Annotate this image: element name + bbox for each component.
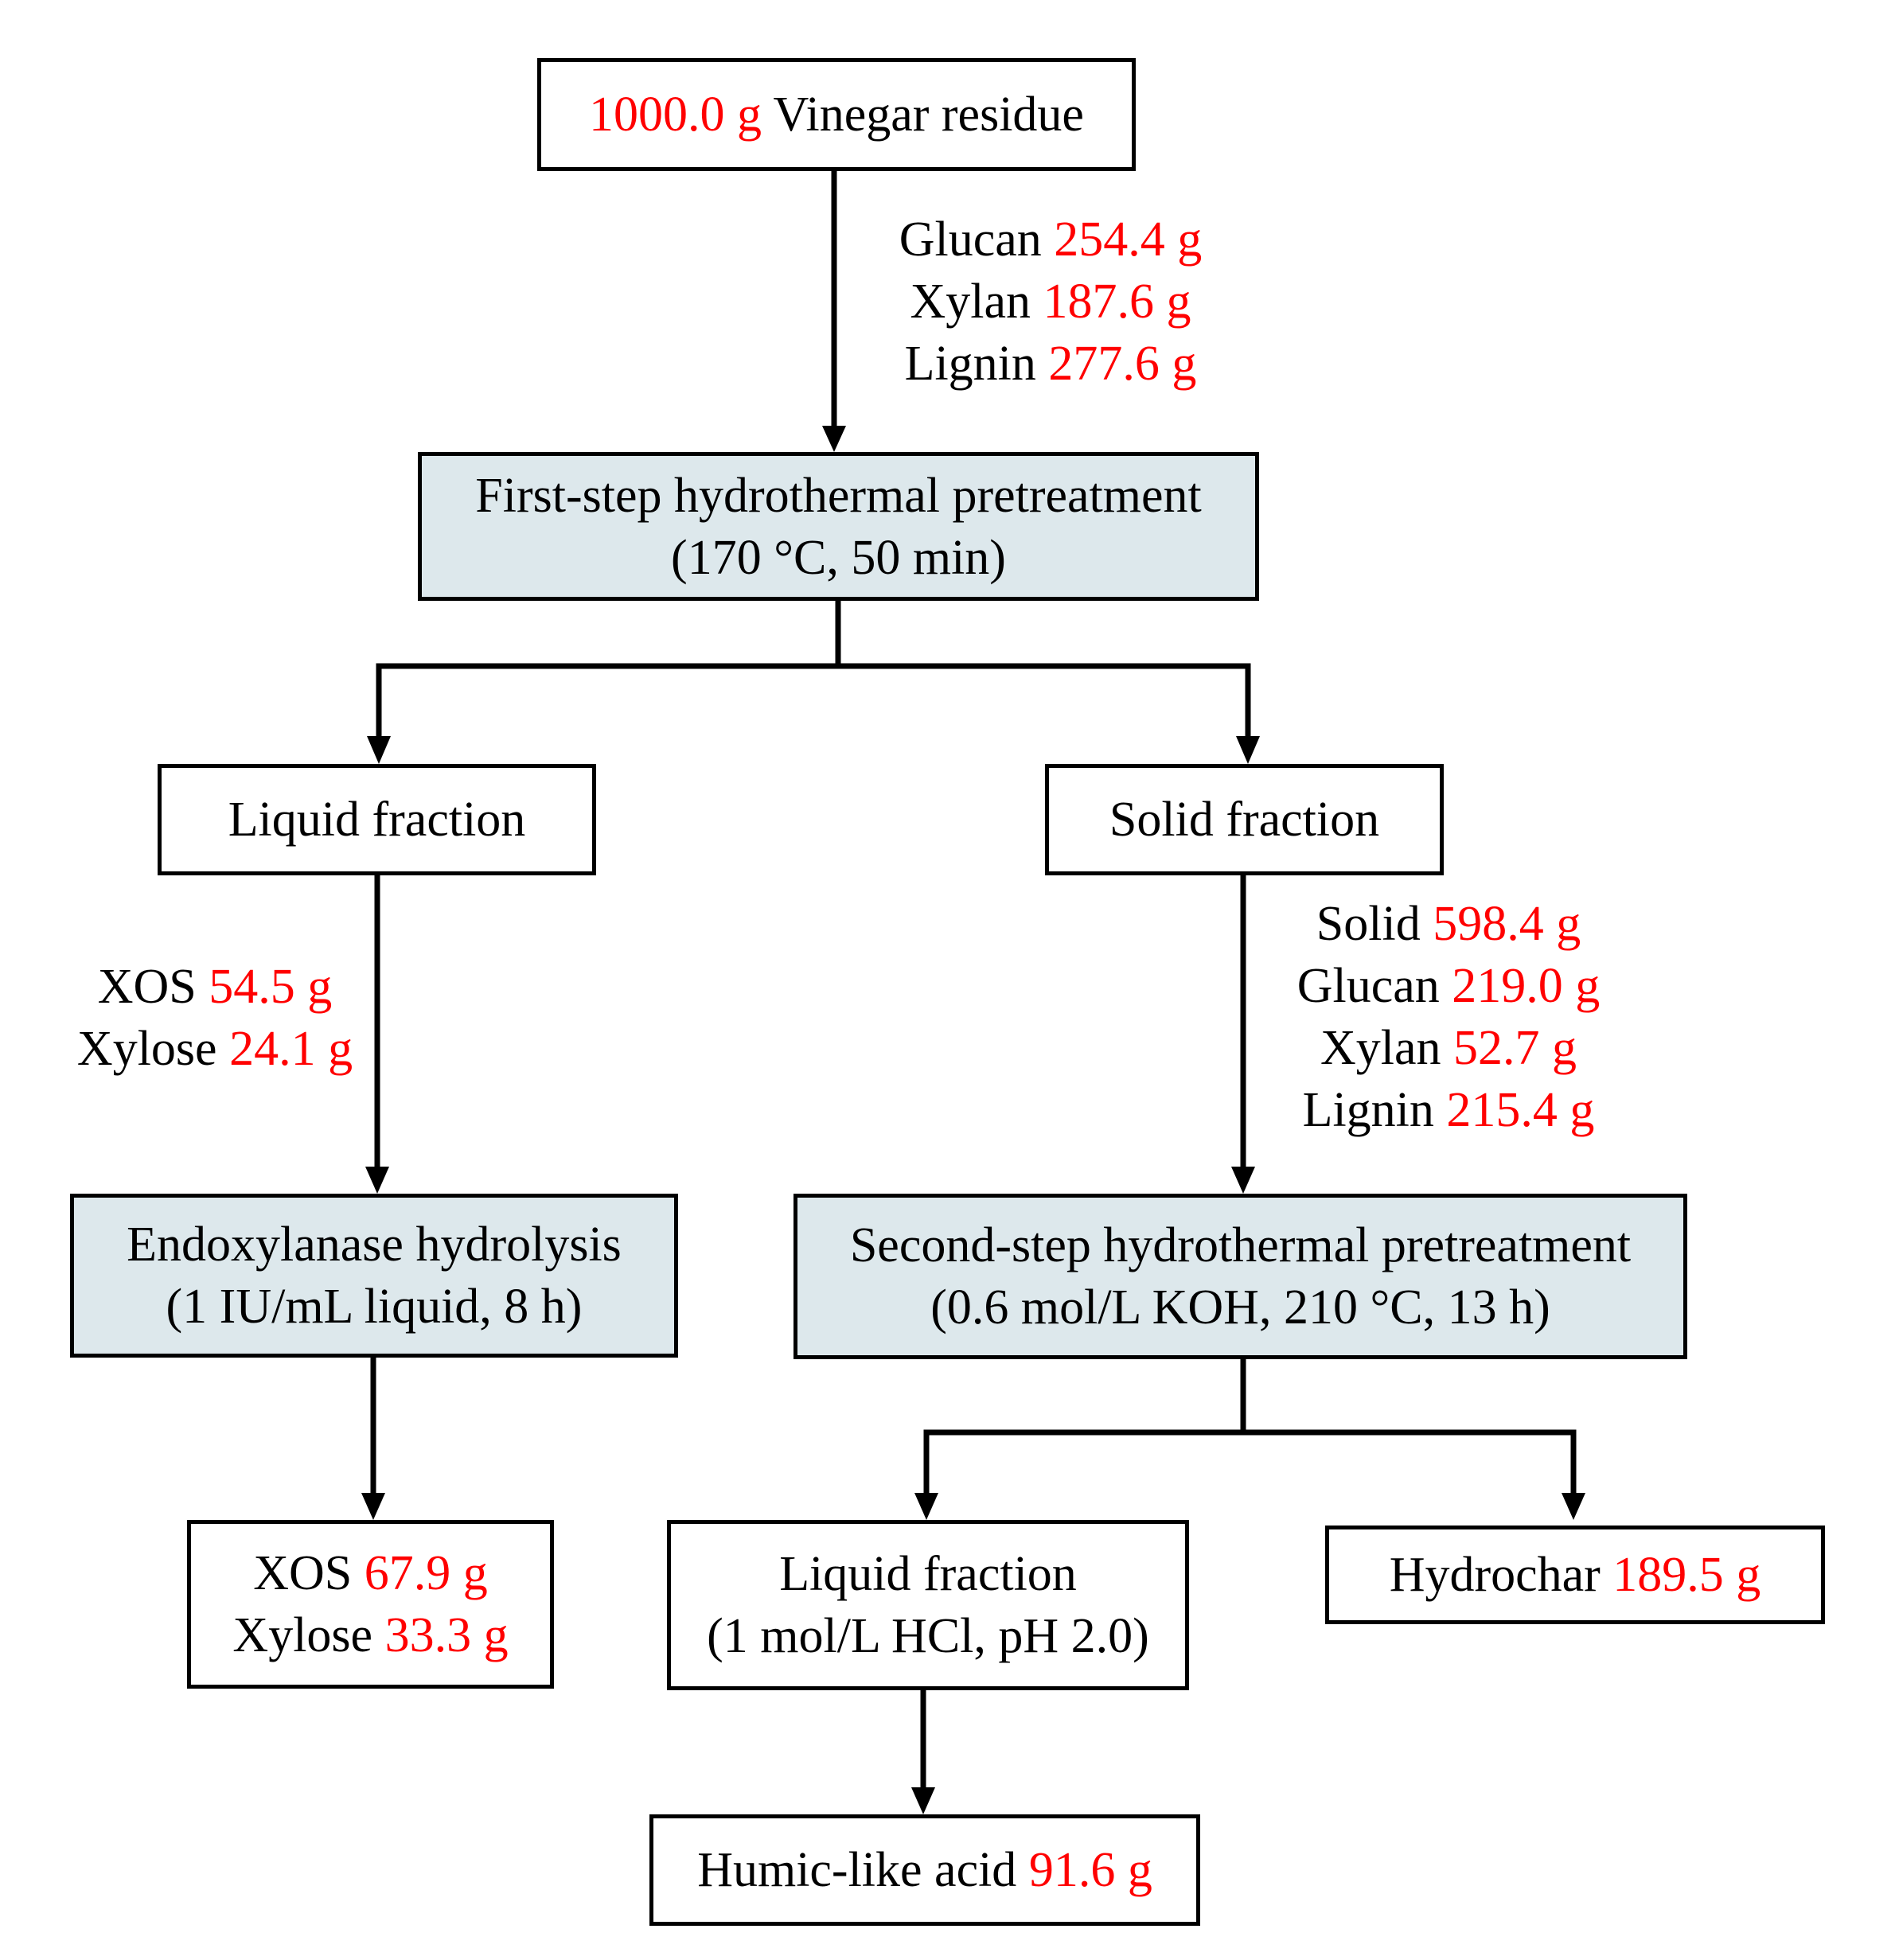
product-row: XOS 67.9 g: [253, 1542, 488, 1604]
arrowhead-step2: [1231, 1167, 1255, 1194]
liquid-fraction-box: Liquid fraction: [158, 764, 596, 875]
component-name: Lignin: [1302, 1083, 1434, 1137]
liquid-fraction-2-label: Liquid fraction: [779, 1547, 1077, 1601]
component-qty: 219.0 g: [1452, 959, 1601, 1013]
component-qty: 277.6 g: [1048, 337, 1197, 391]
vinegar-residue-label: Vinegar residue: [773, 88, 1084, 142]
arrowhead-hydrochar: [1562, 1493, 1585, 1520]
liquid-fraction-composition: XOS 54.5 g Xylose 24.1 g: [32, 956, 398, 1080]
endoxylanase-hydrolysis-box: Endoxylanase hydrolysis (1 IU/mL liquid,…: [70, 1194, 678, 1358]
product-name: XOS: [253, 1546, 353, 1600]
solid-fraction-box: Solid fraction: [1045, 764, 1444, 875]
first-step-pretreatment-box: First-step hydrothermal pretreatment (17…: [418, 452, 1259, 601]
arrowhead-enzyme: [365, 1167, 389, 1194]
component-qty: 54.5 g: [209, 960, 333, 1014]
solid-composition-row: Solid 598.4 g: [1265, 893, 1632, 955]
component-name: Xylan: [910, 275, 1031, 329]
vinegar-residue-line: 1000.0 g Vinegar residue: [589, 84, 1084, 146]
component-qty: 187.6 g: [1043, 275, 1191, 329]
arrowhead-step1: [822, 426, 846, 452]
raw-composition: Glucan 254.4 g Xylan 187.6 g Lignin 277.…: [868, 208, 1234, 395]
xos-xylose-products-box: XOS 67.9 g Xylose 33.3 g: [187, 1520, 554, 1689]
vinegar-residue-qty: 1000.0 g: [589, 88, 762, 142]
hydrochar-qty: 189.5 g: [1612, 1548, 1761, 1602]
component-name: Xylose: [76, 1022, 217, 1076]
hydrochar-line: Hydrochar 189.5 g: [1390, 1544, 1761, 1606]
solid-composition-row: Glucan 219.0 g: [1265, 955, 1632, 1017]
raw-composition-row: Lignin 277.6 g: [868, 333, 1234, 395]
component-name: XOS: [97, 960, 197, 1014]
split-step2-right: [1243, 1429, 1577, 1496]
second-step-pretreatment-box: Second-step hydrothermal pretreatment (0…: [793, 1194, 1687, 1359]
liquid-composition-row: XOS 54.5 g: [32, 956, 398, 1018]
endoxylanase-title: Endoxylanase hydrolysis: [127, 1218, 622, 1272]
split-step1: [376, 601, 841, 740]
component-name: Solid: [1316, 897, 1421, 951]
product-row: Xylose 33.3 g: [232, 1604, 508, 1666]
raw-composition-row: Xylan 187.6 g: [868, 271, 1234, 333]
component-qty: 52.7 g: [1453, 1021, 1577, 1075]
liquid-fraction-acidified-box: Liquid fraction (1 mol/L HCl, pH 2.0): [667, 1520, 1189, 1690]
liquid-fraction-2-conditions: (1 mol/L HCl, pH 2.0): [707, 1609, 1149, 1663]
endoxylanase-conditions: (1 IU/mL liquid, 8 h): [166, 1280, 583, 1334]
component-name: Xylan: [1320, 1021, 1441, 1075]
split-step1-right: [838, 663, 1251, 740]
hydrochar-box: Hydrochar 189.5 g: [1325, 1526, 1825, 1624]
arrowhead-liquid2: [914, 1493, 938, 1520]
component-name: Lignin: [904, 337, 1036, 391]
component-qty: 24.1 g: [229, 1022, 353, 1076]
arrowhead-liquid1: [367, 736, 391, 764]
solid-composition-row: Lignin 215.4 g: [1265, 1079, 1632, 1141]
humic-acid-line: Humic-like acid 91.6 g: [697, 1839, 1152, 1901]
second-step-conditions: (0.6 mol/L KOH, 210 °C, 13 h): [930, 1280, 1550, 1335]
solid-fraction-label: Solid fraction: [1109, 793, 1380, 847]
humic-acid-label: Humic-like acid: [697, 1843, 1017, 1897]
component-name: Glucan: [899, 212, 1042, 267]
arrowhead-solid1: [1236, 736, 1260, 764]
component-name: Glucan: [1296, 959, 1440, 1013]
product-qty: 33.3 g: [384, 1608, 509, 1662]
liquid-composition-row: Xylose 24.1 g: [32, 1018, 398, 1080]
vinegar-residue-box: 1000.0 g Vinegar residue: [537, 58, 1136, 171]
component-qty: 254.4 g: [1054, 212, 1203, 267]
arrowhead-humic: [911, 1787, 935, 1814]
split-step2: [923, 1359, 1246, 1496]
product-name: Xylose: [232, 1608, 373, 1662]
component-qty: 598.4 g: [1433, 897, 1581, 951]
product-qty: 67.9 g: [364, 1546, 488, 1600]
solid-fraction-composition: Solid 598.4 g Glucan 219.0 g Xylan 52.7 …: [1265, 893, 1632, 1141]
arrowhead-products: [361, 1493, 385, 1520]
second-step-title: Second-step hydrothermal pretreatment: [849, 1218, 1632, 1272]
humic-acid-qty: 91.6 g: [1028, 1843, 1152, 1897]
liquid-fraction-label: Liquid fraction: [228, 793, 526, 847]
solid-composition-row: Xylan 52.7 g: [1265, 1017, 1632, 1079]
component-qty: 215.4 g: [1446, 1083, 1595, 1137]
raw-composition-row: Glucan 254.4 g: [868, 208, 1234, 271]
hydrochar-label: Hydrochar: [1389, 1548, 1601, 1602]
first-step-conditions: (170 °C, 50 min): [671, 530, 1006, 585]
humic-acid-box: Humic-like acid 91.6 g: [649, 1814, 1200, 1926]
first-step-title: First-step hydrothermal pretreatment: [475, 468, 1202, 523]
